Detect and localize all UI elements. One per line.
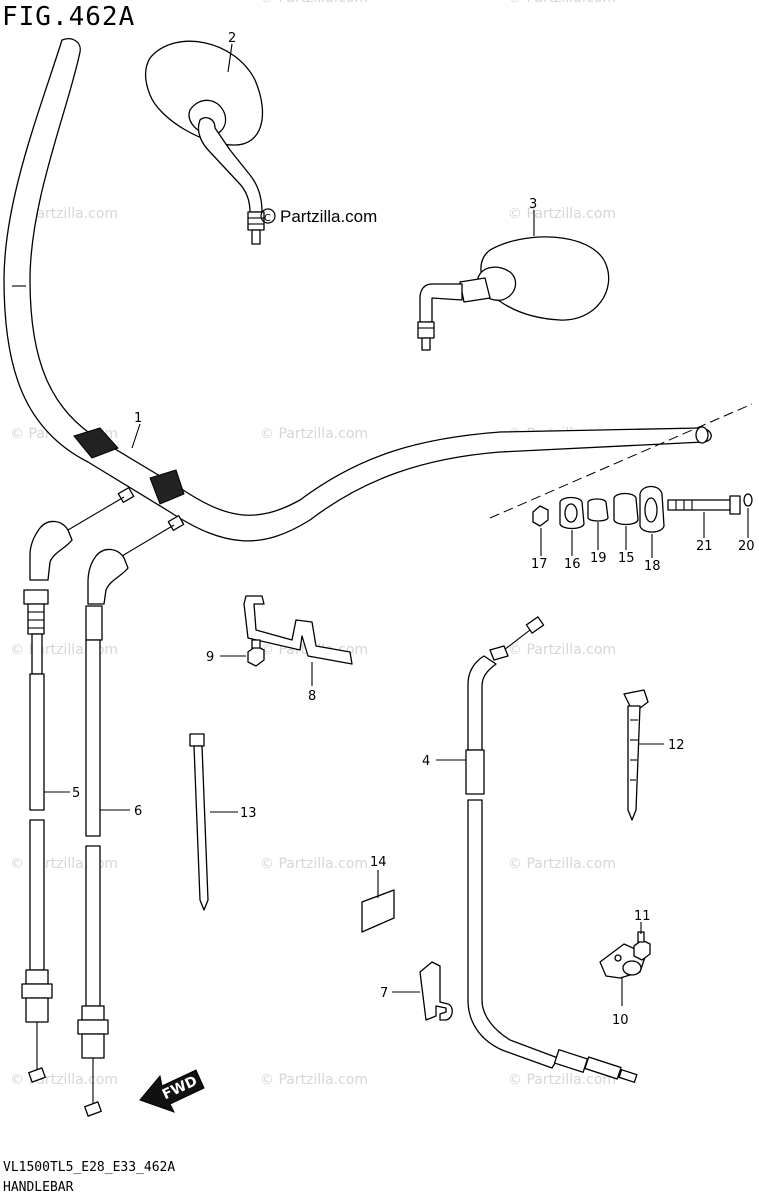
nut-part-17[interactable] [532, 505, 549, 527]
bolt-part-9[interactable] [247, 639, 265, 667]
watermark: © Partzilla.com [508, 0, 616, 6]
watermark: © Partzilla.com [508, 206, 616, 222]
copyright-icon [260, 208, 276, 224]
cable-tie-part-13[interactable] [189, 733, 209, 911]
callout-15: 15 [618, 551, 635, 566]
bar-end-leaders [540, 508, 749, 558]
clutch-cable-part-4[interactable] [465, 616, 638, 1083]
cushion-part-15[interactable] [613, 492, 639, 526]
callout-17: 17 [531, 557, 548, 572]
watermark: © Partzilla.com [260, 856, 368, 872]
watermark: © Partzilla.com [508, 856, 616, 872]
leader-line [227, 43, 233, 73]
cable-guide-part-8[interactable] [243, 595, 353, 665]
brand-label: Partzilla.com [280, 207, 377, 226]
figure-caption: HANDLEBAR [3, 1180, 74, 1195]
mirror-right-part-3[interactable] [417, 236, 610, 351]
callout-9: 9 [206, 650, 214, 665]
callout-10: 10 [612, 1013, 629, 1028]
watermark: © Partzilla.com [260, 426, 368, 442]
knurl-band [73, 427, 119, 459]
copyright-symbol: C [264, 213, 271, 224]
axis-line [489, 403, 753, 519]
callout-2: 2 [228, 31, 236, 46]
watermark-layer: © Partzilla.com © Partzilla.com © Partzi… [10, 0, 616, 1088]
spacer-part-19[interactable] [587, 498, 609, 522]
callout-5: 5 [72, 786, 80, 801]
watermark: © Partzilla.com [508, 1072, 616, 1088]
watermark: © Partzilla.com [10, 642, 118, 658]
throttle-cable-part-6[interactable] [77, 515, 185, 1117]
callout-13: 13 [240, 806, 257, 821]
knurl-band [149, 469, 185, 505]
callout-19: 19 [590, 551, 607, 566]
callout-20: 20 [738, 539, 755, 554]
bar-end-hardware[interactable] [532, 485, 753, 533]
clamp-part-7[interactable] [419, 961, 453, 1021]
callout-6: 6 [134, 804, 142, 819]
figure-code: VL1500TL5_E28_E33_462A [3, 1160, 176, 1175]
callout-4: 4 [422, 754, 430, 769]
mirror-left-part-2[interactable] [144, 40, 265, 245]
callout-3: 3 [529, 197, 537, 212]
fwd-arrow-icon: FWD [139, 1069, 205, 1113]
callout-16: 16 [564, 557, 581, 572]
label-part-14[interactable] [361, 889, 395, 933]
callout-1: 1 [134, 411, 142, 426]
callout-8: 8 [308, 689, 316, 704]
watermark: © Partzilla.com [508, 642, 616, 658]
watermark: © Partzilla.com [10, 1072, 118, 1088]
callout-11: 11 [634, 909, 651, 924]
leader-line [131, 423, 141, 449]
callout-18: 18 [644, 559, 661, 574]
brand-stamp: C Partzilla.com [260, 207, 377, 226]
throttle-cable-part-5[interactable] [21, 487, 135, 1083]
watermark: © Partzilla.com [260, 1072, 368, 1088]
callout-14: 14 [370, 855, 387, 870]
callout-12: 12 [668, 738, 685, 753]
watermark: © Partzilla.com [260, 0, 368, 6]
watermark: © Partzilla.com [10, 856, 118, 872]
washer-part-20[interactable] [743, 493, 753, 507]
figure-title: FIG.462A [2, 2, 136, 32]
screw-part-21[interactable] [667, 499, 733, 511]
handlebar-part-1[interactable] [3, 38, 712, 542]
callout-7: 7 [380, 986, 388, 1001]
callout-21: 21 [696, 539, 713, 554]
cable-tie-part-12[interactable] [623, 689, 649, 821]
bolt-part-11[interactable] [633, 931, 651, 961]
